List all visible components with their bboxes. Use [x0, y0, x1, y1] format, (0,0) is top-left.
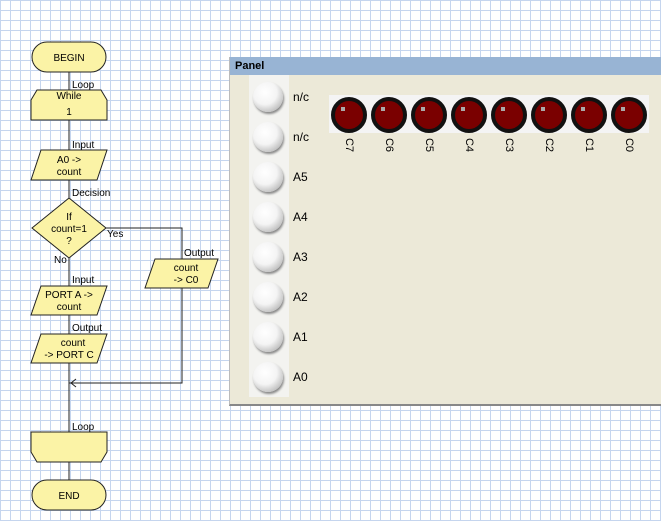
led-c2 — [531, 97, 567, 133]
button-column — [249, 75, 289, 397]
input2-text2: count — [57, 302, 82, 313]
end-label: END — [58, 491, 79, 502]
push-button-A2[interactable] — [253, 282, 283, 312]
push-button-A3[interactable] — [253, 242, 283, 272]
end-terminal[interactable]: END — [31, 479, 107, 511]
loop-start[interactable]: While 1 — [30, 89, 108, 121]
led-label: C4 — [463, 137, 475, 153]
led-c4 — [451, 97, 487, 133]
yes-label: Yes — [107, 229, 123, 240]
decision-label: Decision — [72, 188, 110, 199]
led-c6 — [371, 97, 407, 133]
output-portc[interactable]: count -> PORT C — [30, 333, 108, 364]
input-a0[interactable]: A0 -> count — [30, 149, 108, 181]
begin-terminal[interactable]: BEGIN — [31, 41, 107, 73]
led-label: C1 — [583, 137, 595, 153]
push-button-nc[interactable] — [253, 82, 283, 112]
input1-text: A0 -> — [57, 155, 81, 166]
panel-title: Panel — [230, 57, 661, 75]
input2-text1: PORT A -> — [45, 290, 93, 301]
decision-text3: ? — [66, 236, 72, 247]
loop-end[interactable] — [30, 431, 108, 463]
push-button-A5[interactable] — [253, 162, 283, 192]
decision[interactable]: If count=1 ? — [31, 197, 107, 259]
button-label: A5 — [293, 170, 308, 184]
button-label: A2 — [293, 290, 308, 304]
decision-text1: If — [66, 212, 72, 223]
push-button-A1[interactable] — [253, 322, 283, 352]
flowchart: BEGIN Loop While 1 Input A0 -> count Dec… — [30, 41, 219, 511]
input1-text2: count — [57, 167, 82, 178]
led-c3 — [491, 97, 527, 133]
button-label: n/c — [293, 130, 310, 144]
led-strip — [329, 95, 649, 133]
input1-label: Input — [72, 140, 94, 151]
begin-label: BEGIN — [53, 53, 84, 64]
loop-cond-value: 1 — [66, 107, 72, 118]
loop-cond-text: While — [56, 91, 81, 102]
push-button-A0[interactable] — [253, 362, 283, 392]
led-label: C6 — [383, 137, 395, 153]
button-label: n/c — [293, 90, 310, 104]
input2-label: Input — [72, 275, 94, 286]
button-label: A0 — [293, 370, 308, 384]
push-button-nc[interactable] — [253, 122, 283, 152]
input-porta[interactable]: PORT A -> count — [30, 285, 108, 316]
button-label: A1 — [293, 330, 308, 344]
output-yes-label: Output — [184, 248, 214, 259]
button-label: A3 — [293, 250, 308, 264]
output2-text1: count — [61, 338, 86, 349]
led-c5 — [411, 97, 447, 133]
decision-text2: count=1 — [51, 224, 87, 235]
loop-end-label: Loop — [72, 422, 95, 433]
led-label: C0 — [623, 137, 635, 153]
led-label: C2 — [543, 137, 555, 153]
led-label: C5 — [423, 137, 435, 153]
led-c0 — [611, 97, 647, 133]
output2-label: Output — [72, 323, 102, 334]
led-c7 — [331, 97, 367, 133]
led-label: C3 — [503, 137, 515, 153]
output-c0[interactable]: count -> C0 — [144, 258, 219, 289]
no-label: No — [54, 255, 67, 266]
output2-text2: -> PORT C — [44, 350, 93, 361]
push-button-A4[interactable] — [253, 202, 283, 232]
button-label: A4 — [293, 210, 308, 224]
led-c1 — [571, 97, 607, 133]
output-yes-text1: count — [174, 263, 199, 274]
loop-label: Loop — [72, 80, 95, 91]
led-label: C7 — [343, 137, 355, 153]
output-yes-text2: -> C0 — [174, 275, 199, 286]
